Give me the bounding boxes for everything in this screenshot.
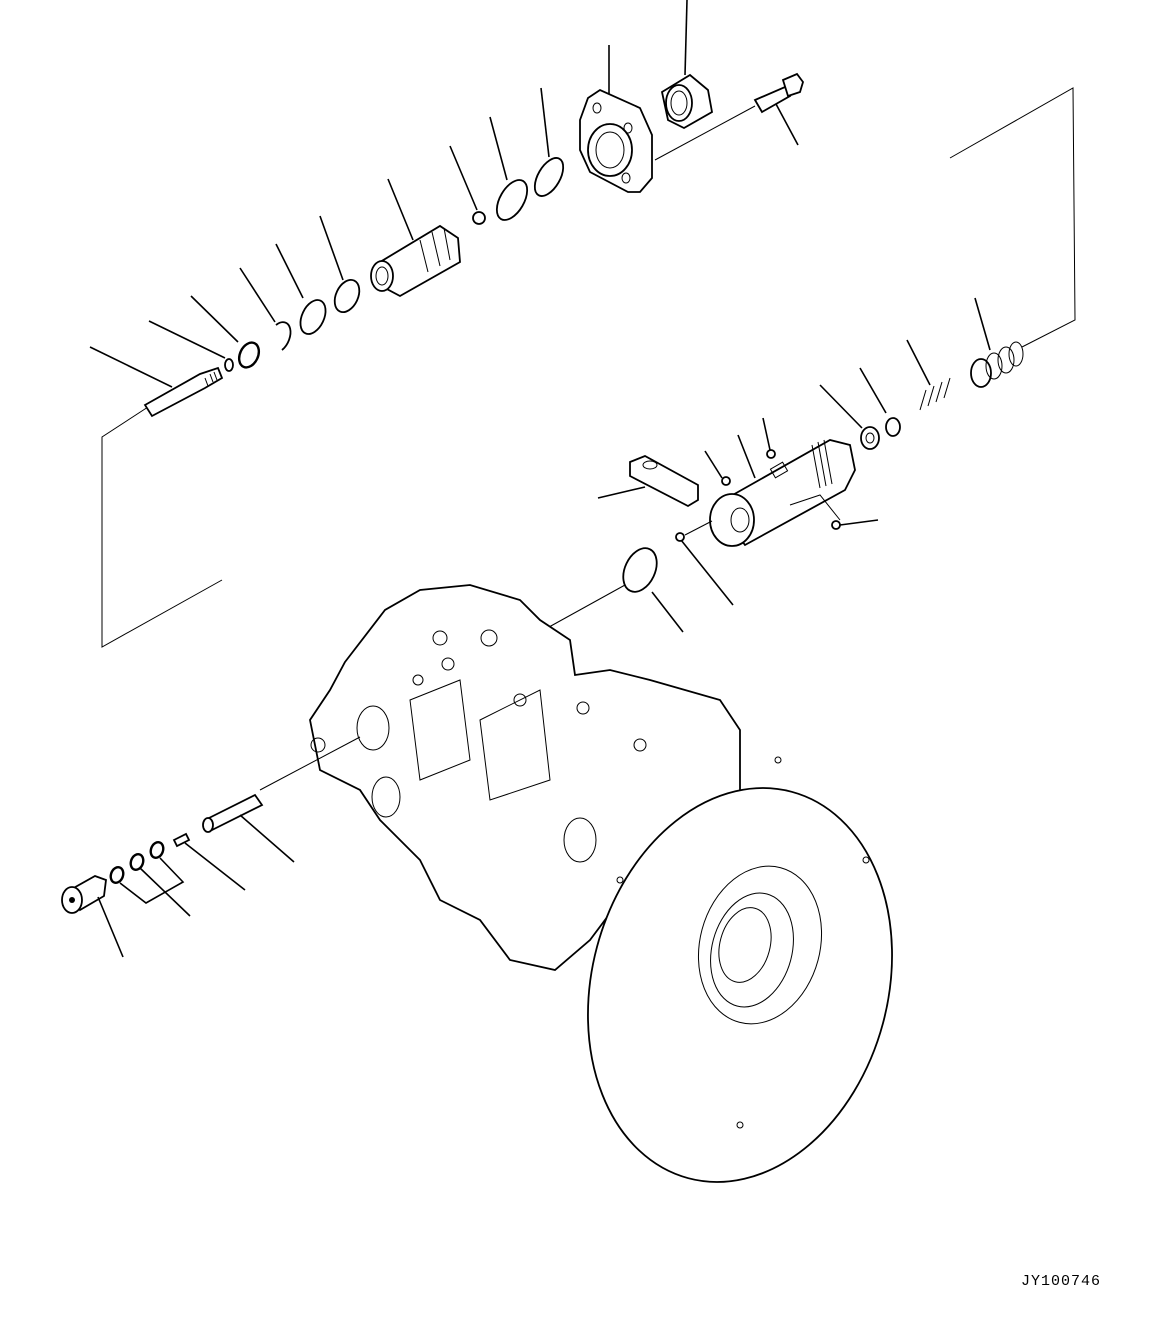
plug-adjuster	[61, 875, 124, 958]
pin	[172, 832, 246, 891]
small-o-ring	[148, 320, 234, 372]
flange	[579, 45, 756, 193]
pin-shaft	[202, 736, 361, 863]
backup-ring	[190, 295, 261, 369]
set-screw-a	[762, 417, 776, 459]
small-nut	[449, 145, 486, 225]
o-ring-lower	[539, 547, 684, 633]
set-screw-b	[704, 450, 731, 486]
set-screw-c	[831, 519, 879, 530]
nut	[660, 0, 713, 130]
o-ring-upper-2	[533, 87, 565, 197]
servo-sleeve	[709, 434, 856, 547]
assembly-bracket-left	[101, 406, 223, 648]
plug-sleeve	[370, 178, 461, 298]
assembly-bracket-right	[949, 87, 1076, 348]
washer	[819, 384, 880, 450]
spool	[89, 346, 224, 418]
flywheel-housing	[587, 756, 893, 1183]
plug-small	[675, 520, 734, 606]
drawing-code: JY100746	[1021, 1273, 1102, 1290]
o-ring-4	[319, 215, 361, 313]
o-ring-upper-1	[489, 116, 529, 221]
spring-large	[970, 297, 1024, 388]
bolt	[753, 72, 804, 146]
plate	[597, 455, 699, 508]
snap-ring	[239, 267, 292, 351]
spring-small	[906, 339, 951, 411]
o-ring-3	[275, 243, 327, 335]
o-rings-set	[109, 841, 191, 917]
seat	[859, 367, 901, 437]
